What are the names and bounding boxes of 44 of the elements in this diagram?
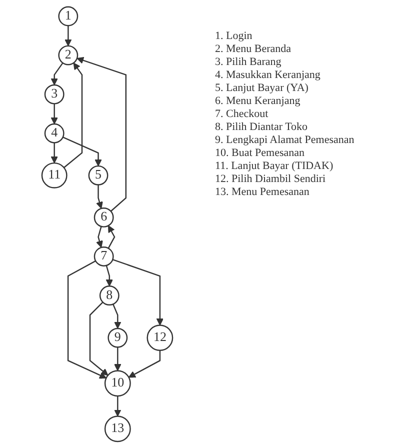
legend-item-text: 7. Checkout xyxy=(215,108,270,121)
legend-item-text: 2. Menu Beranda xyxy=(215,43,292,56)
arrow xyxy=(51,142,58,164)
legend-item-text: 10. Buat Pemesanan xyxy=(215,147,306,160)
arrow xyxy=(51,62,64,86)
legend-item-text: 12. Pilih Diambil Sendiri xyxy=(215,173,327,186)
legend-item-text: 1. Login xyxy=(215,30,254,43)
legend-item-text: 8. Pilih Diantar Toko xyxy=(215,121,309,134)
arrow xyxy=(62,136,102,166)
node-circle: 13 xyxy=(104,416,132,442)
arrow xyxy=(90,302,108,376)
arrow xyxy=(128,350,161,378)
node-circle: 12 xyxy=(146,324,174,352)
arrow xyxy=(96,226,104,248)
arrow xyxy=(112,258,164,326)
arrow xyxy=(68,260,107,379)
legend-item-text: 13. Menu Pemesanan xyxy=(215,186,310,199)
arrow xyxy=(96,184,104,209)
node-circle: 10 xyxy=(104,370,132,397)
arrow xyxy=(51,104,58,124)
legend-item-text: 3. Pilih Barang xyxy=(215,56,282,69)
node-circle: 2 xyxy=(58,45,78,66)
arrow xyxy=(64,26,72,46)
node-circle: 9 xyxy=(108,328,128,348)
legend-item-text: 11. Lanjut Bayar (TIDAK) xyxy=(215,160,334,173)
node-circle: 8 xyxy=(100,286,120,306)
arrow xyxy=(114,396,122,417)
node-circle: 3 xyxy=(44,84,65,104)
legend-item-text: 4. Masukkan Keranjang xyxy=(215,69,322,82)
arrow xyxy=(106,265,114,286)
node-circle: 5 xyxy=(88,165,108,186)
arrow xyxy=(112,304,122,329)
node-circle: 11 xyxy=(42,162,68,188)
arrow xyxy=(114,347,122,372)
arrow xyxy=(108,225,116,249)
legend-item-text: 6. Menu Keranjang xyxy=(215,95,302,108)
legend-item-text: 5. Lanjut Bayar (YA) xyxy=(215,82,310,95)
node-circle: 6 xyxy=(94,208,114,228)
arrow xyxy=(64,62,83,168)
legend-item-text: 9. Lengkapi Alamat Pemesanan xyxy=(215,134,354,147)
arrow xyxy=(76,56,127,212)
node-circle: 1 xyxy=(58,6,78,26)
node-circle: 7 xyxy=(94,246,114,266)
node-circle: 4 xyxy=(44,123,65,144)
